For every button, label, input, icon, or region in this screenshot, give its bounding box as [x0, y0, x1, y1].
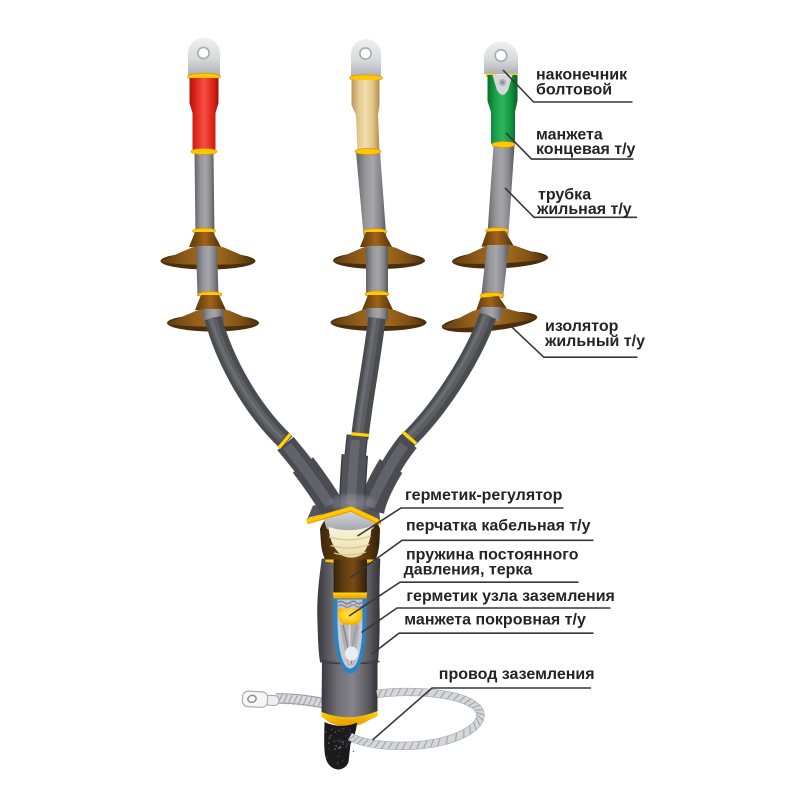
svg-text:пружина постоянного: пружина постоянного: [406, 547, 579, 564]
svg-text:жильная т/у: жильная т/у: [536, 201, 632, 218]
svg-text:герметик-регулятор: герметик-регулятор: [405, 487, 563, 504]
svg-text:наконечник: наконечник: [536, 67, 628, 84]
svg-text:изолятор: изолятор: [545, 318, 619, 335]
svg-text:провод заземления: провод заземления: [439, 666, 595, 683]
svg-text:манжета покровная т/у: манжета покровная т/у: [404, 612, 586, 629]
svg-text:манжета: манжета: [536, 127, 603, 144]
svg-text:болтовой: болтовой: [536, 82, 612, 99]
svg-text:давления, терка: давления, терка: [404, 562, 533, 579]
svg-text:герметик узла заземления: герметик узла заземления: [406, 588, 615, 605]
svg-text:трубка: трубка: [538, 187, 591, 204]
svg-text:концевая т/у: концевая т/у: [536, 141, 636, 158]
svg-text:жильный т/у: жильный т/у: [544, 333, 645, 350]
svg-text:перчатка кабельная т/у: перчатка кабельная т/у: [406, 517, 591, 534]
